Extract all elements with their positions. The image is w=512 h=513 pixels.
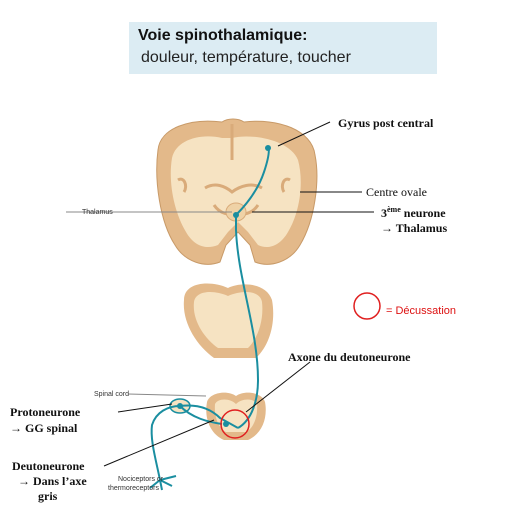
- title-line-2: douleur, température, toucher: [141, 49, 351, 66]
- decussation-label: = Décussation: [386, 305, 457, 317]
- axone-leader: [245, 361, 311, 413]
- centre-ovale-label: Centre ovale: [366, 185, 427, 199]
- decussation-circle: [220, 409, 250, 439]
- title-line-1: Voie spinothalamique:: [138, 27, 308, 44]
- deutoneurone-label: Deutoneurone: [12, 459, 85, 473]
- decussation-legend-circle: [353, 292, 381, 320]
- gyrus-leader: [277, 121, 331, 147]
- third-neuron-label: 3ème neurone: [381, 205, 446, 220]
- third-neuron-target-label: → Thalamus: [381, 221, 448, 235]
- title-box: [129, 22, 437, 74]
- spinal-cord-figure-label: Spinal cord: [94, 391, 130, 398]
- deuto-leader: [103, 419, 215, 467]
- spinal-cord-leader: [127, 393, 207, 397]
- brain-section: [156, 118, 318, 265]
- deutoneurone-target-label-2: gris: [38, 489, 58, 503]
- gyrus-label: Gyrus post central: [338, 116, 434, 130]
- deutoneurone-target-label: → Dans l’axe: [18, 474, 87, 488]
- receptors-label-2: thermoreceptors: [108, 485, 159, 492]
- pathway-lines: [149, 145, 270, 491]
- axone-label: Axone du deutoneurone: [288, 350, 411, 364]
- protoneurone-label: Protoneurone: [10, 405, 81, 419]
- thalamus-figure-label: Thalamus: [82, 209, 113, 216]
- proto-leader: [117, 403, 173, 413]
- brainstem-section: [183, 283, 274, 358]
- neuron-cell-bodies: [177, 145, 271, 427]
- protoneurone-target-label: → GG spinal: [10, 421, 78, 435]
- receptors-label-1: Nociceptors or: [118, 476, 164, 483]
